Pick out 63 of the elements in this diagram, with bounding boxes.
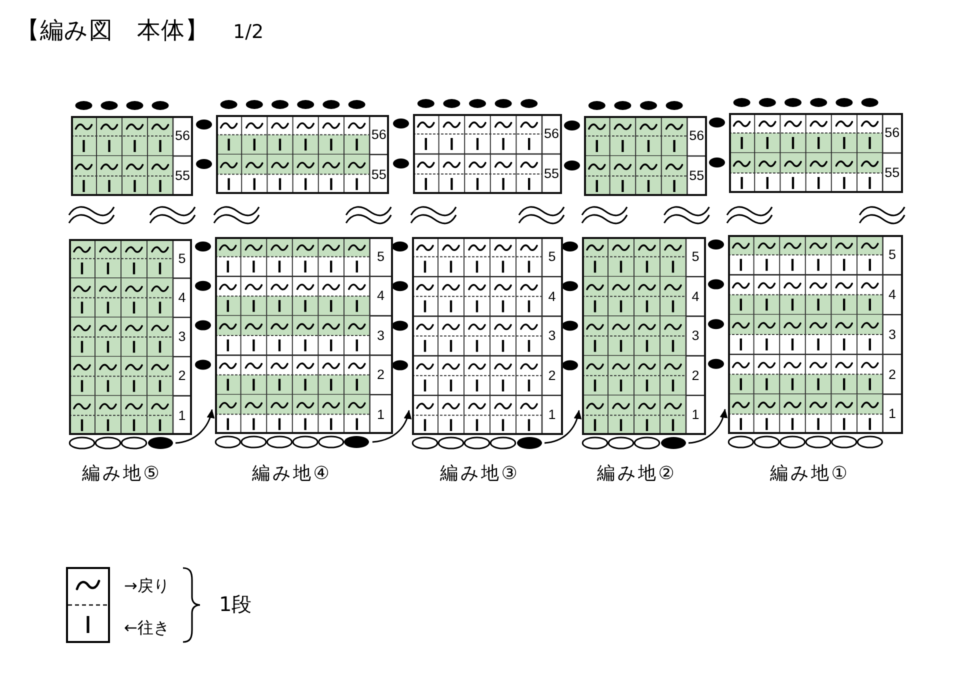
row-number: 56 <box>884 126 900 140</box>
row-number: 1 <box>692 408 700 422</box>
chart-caption: 編み地⑤ <box>82 465 162 483</box>
page-number: 1/2 <box>233 23 264 42</box>
stitch-chart <box>215 237 393 434</box>
row-number: 55 <box>174 169 190 183</box>
row-number: 3 <box>178 330 186 344</box>
row-number: 1 <box>888 407 896 421</box>
row-number: 3 <box>377 328 385 342</box>
row-number: 2 <box>888 368 896 382</box>
row-number: 1 <box>178 408 186 422</box>
filled-oval <box>344 436 370 448</box>
chart-caption: 編み地③ <box>440 465 520 483</box>
row-number: 56 <box>371 128 386 142</box>
legend-text: ←往き <box>124 620 170 636</box>
row-number: 4 <box>377 289 385 303</box>
row-number: 56 <box>174 129 190 143</box>
stitch-chart <box>71 116 193 196</box>
row-number: 2 <box>692 368 700 382</box>
filled-oval <box>660 437 686 449</box>
row-number: 3 <box>888 328 896 342</box>
chart-caption: 編み地④ <box>252 465 332 483</box>
row-number: 56 <box>689 129 704 143</box>
row-number: 56 <box>544 127 560 141</box>
title: 【編み図 本体】 <box>16 19 209 42</box>
row-number: 4 <box>692 290 700 304</box>
row-number: 5 <box>548 250 556 264</box>
stitch-chart <box>412 237 563 435</box>
stitch-chart <box>729 113 903 193</box>
row-count-label: 1段 <box>219 594 252 614</box>
curved-arrow <box>688 408 728 444</box>
row-number: 4 <box>888 288 896 302</box>
stitch-chart <box>582 237 706 435</box>
row-number: 55 <box>689 169 704 183</box>
curved-arrow <box>372 410 412 443</box>
chart-caption: 編み地① <box>770 465 850 483</box>
chart-caption: 編み地② <box>597 465 677 483</box>
curved-arrow <box>175 409 214 444</box>
row-number: 5 <box>178 252 186 266</box>
row-number: 1 <box>548 408 556 422</box>
row-number: 5 <box>377 250 385 264</box>
row-number: 1 <box>377 408 385 422</box>
stitch-chart <box>413 114 562 194</box>
row-number: 55 <box>371 168 386 181</box>
curved-arrow <box>544 410 582 444</box>
stitch-chart <box>728 235 903 434</box>
row-number: 2 <box>548 368 556 382</box>
legend-text: →戻り <box>124 578 170 594</box>
row-number: 2 <box>377 368 385 382</box>
stitch-chart <box>584 116 708 196</box>
row-number: 2 <box>178 369 186 383</box>
row-number: 5 <box>692 250 700 264</box>
row-number: 5 <box>888 248 896 262</box>
filled-oval <box>516 437 542 449</box>
row-number: 3 <box>548 329 556 343</box>
row-number: 4 <box>548 290 556 304</box>
stitch-chart <box>69 239 192 435</box>
row-number: 3 <box>692 329 700 343</box>
filled-oval <box>148 437 172 449</box>
row-number: 55 <box>544 167 560 181</box>
stitch-chart <box>216 115 390 194</box>
row-number: 55 <box>884 166 900 180</box>
row-number: 4 <box>178 291 186 305</box>
